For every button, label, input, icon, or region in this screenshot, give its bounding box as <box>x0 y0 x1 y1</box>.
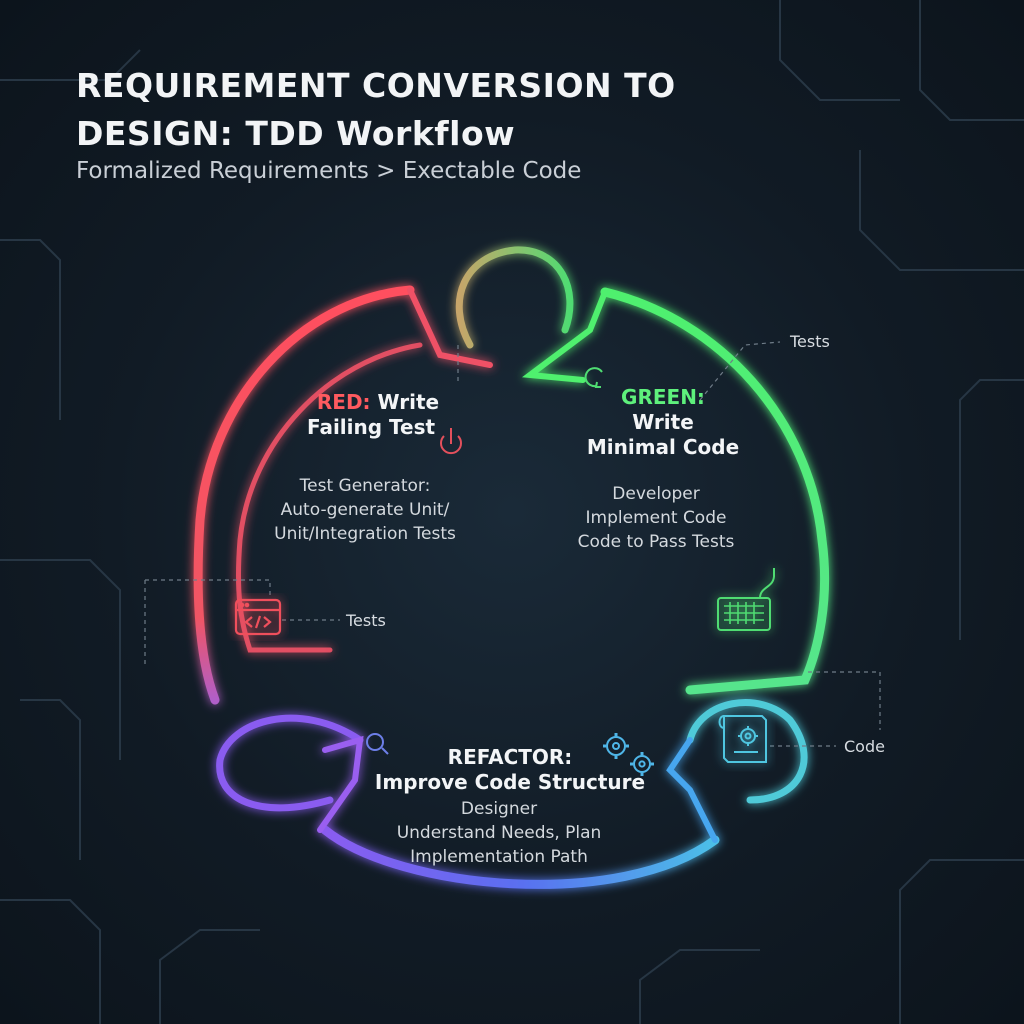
cursor-icon <box>366 733 389 755</box>
refactor-heading-line2: Improve Code Structure <box>374 770 646 794</box>
red-heading-prefix: RED: <box>316 390 371 414</box>
code-label-right: Code <box>844 737 885 756</box>
code-right-frame <box>808 671 881 730</box>
red-body: Test Generator: Auto-generate Unit/ Unit… <box>242 474 488 546</box>
top-loop-arc <box>455 246 574 349</box>
red-phase: RED: Write Failing Test Test Generator: … <box>268 390 488 546</box>
power-icon <box>440 428 462 455</box>
green-phase: GREEN: Write Minimal Code Developer Impl… <box>560 385 780 554</box>
tests-left-frame <box>144 579 271 665</box>
red-heading-rest: Write <box>377 390 440 414</box>
red-body-line: Test Generator: <box>299 476 431 496</box>
red-arc <box>193 285 415 705</box>
green-body-line: Implement Code <box>585 508 727 528</box>
red-arrowhead <box>407 287 493 368</box>
code-window-icon <box>234 598 282 636</box>
page-title: REQUIREMENT CONVERSION TO DESIGN: TDD Wo… <box>76 66 676 153</box>
gears-icon <box>603 733 654 776</box>
red-heading-line2: Failing Test <box>306 415 436 439</box>
red-body-line: Auto-generate Unit/ <box>280 500 450 520</box>
red-heading: RED: Write <box>268 390 488 415</box>
green-body-line: Code to Pass Tests <box>577 532 735 552</box>
refactor-body-line: Implementation Path <box>410 847 588 867</box>
refactor-body-line: Designer <box>460 799 538 819</box>
green-heading-prefix: GREEN: <box>621 385 705 409</box>
green-arrowhead <box>521 289 608 383</box>
blueprint-gear-icon <box>718 715 767 763</box>
page-subtitle: Formalized Requirements > Exectable Code <box>76 158 582 184</box>
refactor-left-loop <box>216 714 364 812</box>
green-heading-line3: Minimal Code <box>586 435 740 459</box>
green-body: Developer Implement Code Code to Pass Te… <box>532 482 780 554</box>
green-body-line: Developer <box>612 484 700 504</box>
refactor-heading: REFACTOR: <box>447 745 573 769</box>
tests-label-right: Tests <box>790 332 830 351</box>
refactor-right-loop <box>686 699 808 804</box>
refresh-icon <box>584 367 603 388</box>
red-body-line: Unit/Integration Tests <box>274 524 456 544</box>
tests-label-left: Tests <box>346 611 386 630</box>
refactor-body: Designer Understand Needs, Plan Implemen… <box>348 797 650 869</box>
refactor-phase: REFACTOR: Improve Code Structure Designe… <box>370 745 650 869</box>
refactor-arc <box>320 825 720 889</box>
green-arc <box>600 287 830 695</box>
red-arc-inner <box>235 342 423 653</box>
refactor-right-arrowhead <box>666 737 718 843</box>
keyboard-icon <box>717 568 776 631</box>
refactor-body-line: Understand Needs, Plan <box>396 823 602 843</box>
green-heading-line2: Write <box>632 410 694 434</box>
refactor-left-arrowhead <box>317 735 364 833</box>
